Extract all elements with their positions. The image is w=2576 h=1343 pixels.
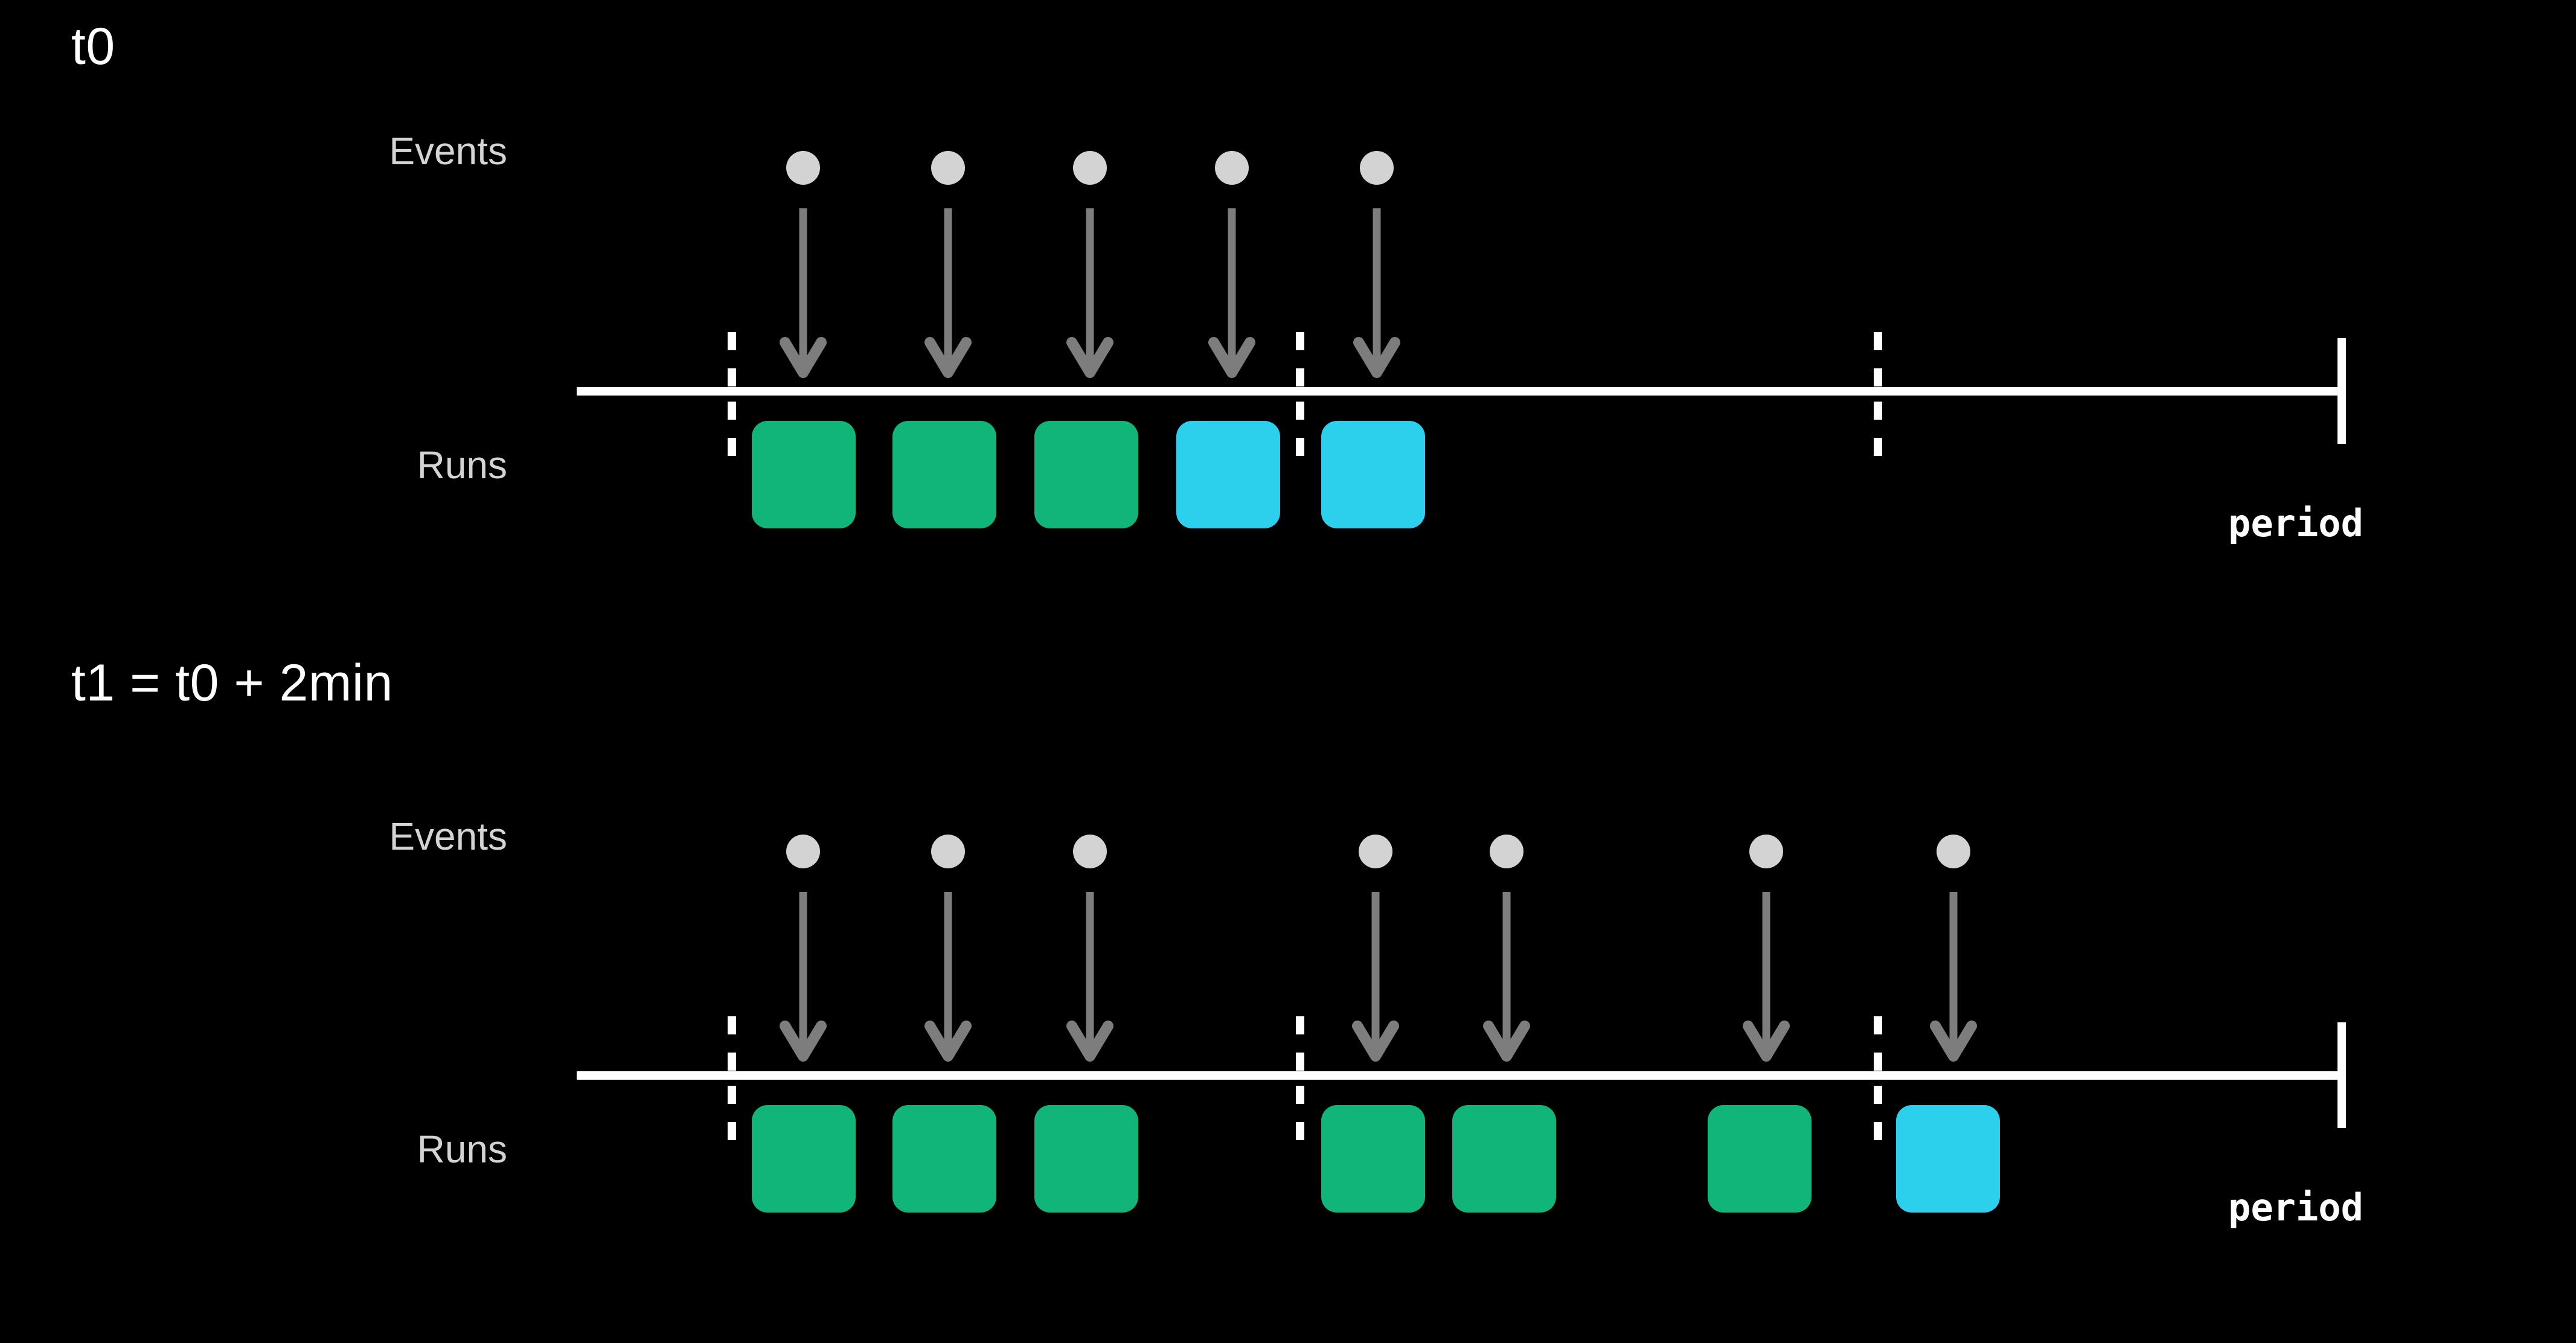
event-dot bbox=[931, 151, 965, 185]
event-dot bbox=[1215, 151, 1249, 185]
run-block-green bbox=[752, 421, 856, 528]
run-block-green bbox=[752, 1105, 856, 1213]
period-tick-dash bbox=[728, 402, 736, 474]
event-dot bbox=[786, 835, 820, 868]
event-dot bbox=[1749, 835, 1783, 868]
period-label-t1: period bbox=[2228, 1185, 2363, 1229]
event-arrow-icon bbox=[1208, 208, 1256, 383]
event-arrow-icon bbox=[924, 208, 972, 383]
run-block-green bbox=[1034, 1105, 1138, 1213]
period-tick-dash bbox=[1874, 1086, 1882, 1158]
event-arrow-icon bbox=[779, 208, 827, 383]
event-dot bbox=[931, 835, 965, 868]
timeline-axis-t1 bbox=[577, 1071, 2346, 1080]
event-dot bbox=[1360, 151, 1394, 185]
timeline-axis-t0 bbox=[577, 387, 2346, 396]
run-block-cyan bbox=[1321, 421, 1425, 528]
event-arrow-icon bbox=[1353, 208, 1401, 383]
event-dot bbox=[786, 151, 820, 185]
event-arrow-icon bbox=[924, 892, 972, 1067]
snapshot-title-t0: t0 bbox=[71, 18, 115, 75]
event-arrow-icon bbox=[1351, 892, 1400, 1067]
run-block-green bbox=[1452, 1105, 1556, 1213]
run-block-cyan bbox=[1176, 421, 1280, 528]
period-tick-dash bbox=[1296, 402, 1304, 474]
period-tick-dash bbox=[1874, 402, 1882, 474]
timeline-end-marker-t1 bbox=[2337, 1022, 2346, 1128]
event-arrow-icon bbox=[1929, 892, 1978, 1067]
period-tick-dash bbox=[1296, 1086, 1304, 1158]
period-tick-dash bbox=[1296, 1016, 1304, 1080]
event-dot bbox=[1359, 835, 1392, 868]
snapshot-title-t1: t1 = t0 + 2min bbox=[71, 654, 393, 712]
run-block-cyan bbox=[1896, 1105, 2000, 1213]
period-tick-dash bbox=[1296, 332, 1304, 396]
event-dot bbox=[1937, 835, 1970, 868]
period-label-t0: period bbox=[2228, 501, 2363, 545]
snapshot-t1: t1 = t0 + 2min Events Runs period bbox=[0, 616, 2576, 1280]
run-block-green bbox=[1034, 421, 1138, 528]
period-tick-dash bbox=[728, 1086, 736, 1158]
events-row-label-t1: Events bbox=[389, 815, 507, 858]
run-block-green bbox=[892, 1105, 996, 1213]
run-block-green bbox=[892, 421, 996, 528]
snapshot-t0: t0 Events Runs period bbox=[0, 0, 2576, 604]
event-arrow-icon bbox=[1066, 208, 1114, 383]
event-arrow-icon bbox=[779, 892, 827, 1067]
period-tick-dash bbox=[1874, 332, 1882, 396]
period-tick-dash bbox=[1874, 1016, 1882, 1080]
period-tick-dash bbox=[728, 1016, 736, 1080]
runs-row-label-t0: Runs bbox=[417, 443, 507, 487]
event-arrow-icon bbox=[1742, 892, 1790, 1067]
run-block-green bbox=[1708, 1105, 1812, 1213]
runs-row-label-t1: Runs bbox=[417, 1127, 507, 1171]
event-arrow-icon bbox=[1066, 892, 1114, 1067]
event-dot bbox=[1490, 835, 1523, 868]
period-tick-dash bbox=[728, 332, 736, 396]
event-dot bbox=[1073, 835, 1107, 868]
event-arrow-icon bbox=[1482, 892, 1531, 1067]
event-dot bbox=[1073, 151, 1107, 185]
timeline-end-marker-t0 bbox=[2337, 338, 2346, 444]
events-row-label-t0: Events bbox=[389, 129, 507, 173]
run-block-green bbox=[1321, 1105, 1425, 1213]
